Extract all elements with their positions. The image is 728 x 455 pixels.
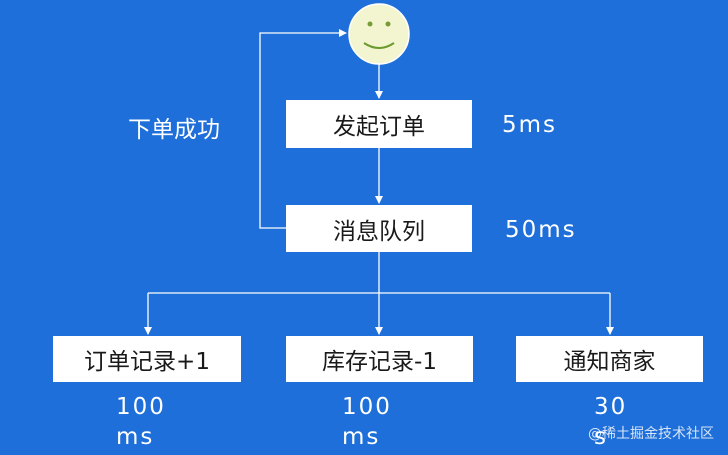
edge-queue-loop-back <box>259 29 347 229</box>
timing-message-queue: 50ms <box>505 217 577 243</box>
timing-notify-merchant: 30s <box>594 394 628 450</box>
node-order-record: 订单记录+1 <box>53 336 241 382</box>
node-message-queue: 消息队列 <box>286 205 472 252</box>
loop-label: 下单成功 <box>128 117 220 143</box>
node-notify-merchant: 通知商家 <box>516 336 703 382</box>
timing-create-order: 5ms <box>502 112 558 138</box>
timing-order-record: 100ms <box>116 394 166 450</box>
timing-inventory-record: 100ms <box>342 394 392 450</box>
node-inventory-record: 库存记录-1 <box>286 336 473 382</box>
watermark: @稀土掘金技术社区 <box>588 426 714 442</box>
smiley-face-icon <box>348 3 410 65</box>
node-create-order: 发起订单 <box>286 100 472 148</box>
